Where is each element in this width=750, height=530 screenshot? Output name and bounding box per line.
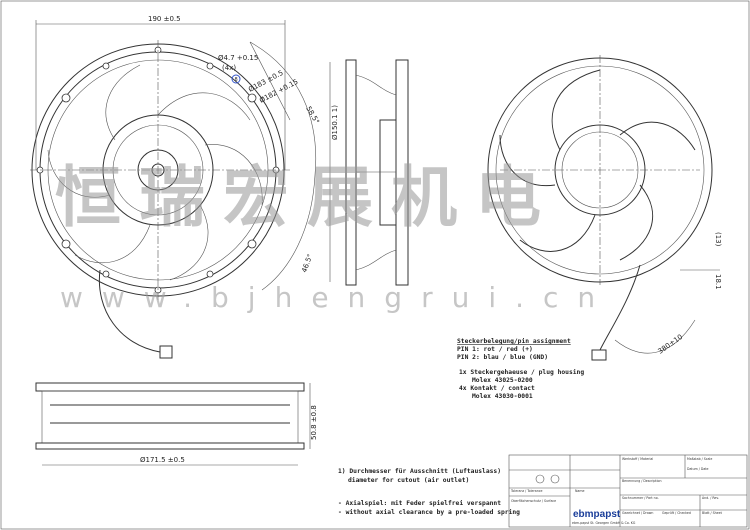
tb-company: ebm-papst St. Georgen GmbH & Co. KG — [572, 521, 636, 525]
dim-13: (13) — [714, 232, 722, 247]
dim-cable: 380±10 — [657, 333, 685, 356]
ebmpapst-logo: ebmpapst — [573, 509, 621, 520]
marker-circle — [231, 74, 241, 84]
dim-width: 190 ±0.5 — [148, 15, 181, 23]
pin-title: Steckerbelegung/pin assignment — [457, 337, 571, 345]
title-block: Werkstoff / Material Maßstab / Scale Dat… — [508, 454, 748, 528]
dim-171: Ø171.5 ±0.5 — [140, 456, 185, 464]
tb-scale: Maßstab / Scale — [687, 457, 712, 461]
bottom-view: 50.8 ±0.8 Ø171.5 ±0.5 — [35, 382, 318, 466]
side-view: Ø150.1 1) — [329, 59, 409, 286]
contact: 4x Kontakt / contact — [459, 385, 535, 392]
housing-part: Molex 43025-0200 — [472, 377, 533, 384]
note-1-de: 1) Durchmesser für Ausschnitt (Luftausla… — [338, 467, 501, 475]
tb-name: Name — [575, 489, 584, 493]
dim-18: 18.1 — [714, 274, 722, 290]
dim-height: 50.8 ±0.8 — [310, 405, 318, 440]
dim-hole-dia: Ø4.7 +0.15 — [218, 54, 258, 62]
tb-material: Werkstoff / Material — [622, 457, 653, 461]
tb-surface: Oberflächenschutz / Surface — [511, 499, 556, 503]
note-1-en: diameter for cutout (air outlet) — [348, 476, 469, 484]
dim-150: Ø150.1 1) — [331, 105, 339, 140]
dim-arc: 58.5° — [304, 105, 320, 126]
contact-part: Molex 43030-0001 — [472, 393, 533, 400]
marker-label: 8 — [235, 77, 238, 83]
watermark-text: 恒瑞宏展机电 — [55, 159, 559, 236]
pin-1: PIN 1: rot / red (+) — [457, 346, 533, 353]
housing: 1x Steckergehaeuse / plug housing — [459, 368, 584, 376]
tb-tolerance: Toleranz / Tolerance — [510, 489, 542, 493]
tb-description: Benennung / Description — [622, 479, 662, 483]
dim-angle: 46.5° — [300, 253, 314, 274]
note-2-de: - Axialspiel: mit Feder spielfrei verspa… — [338, 499, 501, 507]
notes: 1) Durchmesser für Ausschnitt (Luftausla… — [338, 467, 520, 516]
tb-sheet: Blatt / Sheet — [702, 511, 723, 515]
tb-part-no: Sachnummer / Part no. — [622, 496, 659, 500]
pin-2: PIN 2: blau / blue (GND) — [457, 354, 548, 361]
tb-rev: Änd. / Rev. — [702, 495, 719, 500]
tb-date: Datum / Date — [687, 467, 709, 471]
tb-drawn: Gezeichnet / Drawn — [622, 511, 653, 515]
tb-checked: Geprüft / Checked — [662, 511, 691, 515]
dim-hole-count: (4x) — [222, 64, 236, 72]
watermark-url: www.bjhengrui.cn — [60, 281, 615, 314]
note-2-en: - without axial clearance by a pre-loade… — [338, 508, 520, 516]
pin-assignment: Steckerbelegung/pin assignment PIN 1: ro… — [457, 337, 584, 400]
